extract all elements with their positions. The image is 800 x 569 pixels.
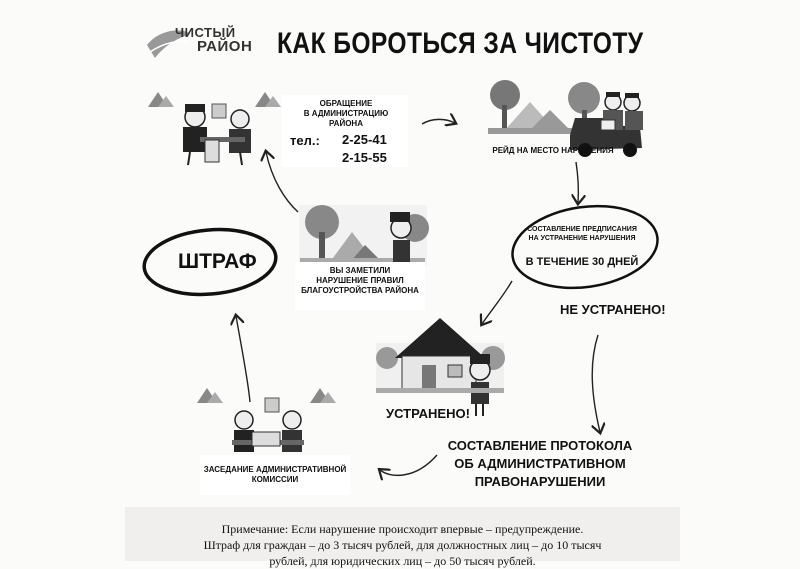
commission-illustration bbox=[197, 388, 336, 452]
note-line-3: рублей, для юридических лиц – до 50 тыся… bbox=[269, 554, 536, 568]
fixed-label: УСТРАНЕНО! bbox=[386, 406, 470, 421]
note-box: Примечание: Если нарушение происходит вп… bbox=[125, 507, 680, 568]
logo-line2: РАЙОН bbox=[197, 38, 253, 55]
page-title: КАК БОРОТЬСЯ ЗА ЧИСТОТУ bbox=[277, 27, 644, 60]
note-line-1: Примечание: Если нарушение происходит вп… bbox=[221, 522, 584, 536]
prescription-line2: НА УСТРАНЕНИЕ НАРУШЕНИЯ bbox=[528, 235, 636, 242]
logo: ЧИСТЫЙ РАЙОН bbox=[145, 24, 260, 64]
prescription-ellipse bbox=[511, 204, 659, 290]
noticed-step-label: ВЫ ЗАМЕТИЛИ НАРУШЕНИЕ ПРАВИЛ БЛАГОУСТРОЙ… bbox=[295, 266, 425, 296]
noticed-line1: ВЫ ЗАМЕТИЛИ bbox=[329, 266, 391, 275]
noticed-step: ВЫ ЗАМЕТИЛИ НАРУШЕНИЕ ПРАВИЛ БЛАГОУСТРОЙ… bbox=[295, 262, 425, 310]
appeal-illustration bbox=[148, 92, 281, 166]
fine-step-label: ШТРАФ bbox=[178, 250, 257, 273]
prescription-line1: СОСТАВЛЕНИЕ ПРЕДПИСАНИЯ bbox=[527, 226, 637, 233]
raid-step-label: РЕЙД НА МЕСТО НАРУШЕНИЯ bbox=[492, 146, 614, 155]
phone-label: тел.: bbox=[290, 133, 320, 148]
appeal-heading-line2: В АДМИНИСТРАЦИЮ РАЙОНА bbox=[303, 109, 389, 128]
noticed-line2: НАРУШЕНИЕ ПРАВИЛ bbox=[316, 276, 404, 285]
phone-number-1: 2-25-41 bbox=[342, 132, 387, 147]
logo-text: ЧИСТЫЙ РАЙОН bbox=[175, 25, 253, 55]
note-line-2: Штраф для граждан – до 3 тысяч рублей, д… bbox=[203, 538, 602, 552]
house-illustration bbox=[376, 318, 505, 416]
prescription-step-label: СОСТАВЛЕНИЕ ПРЕДПИСАНИЯ НА УСТРАНЕНИЕ НА… bbox=[517, 225, 647, 243]
appeal-heading-line1: ОБРАЩЕНИЕ bbox=[319, 99, 373, 108]
protocol-line3: ПРАВОНАРУШЕНИИ bbox=[474, 474, 606, 489]
appeal-heading: ОБРАЩЕНИЕ В АДМИНИСТРАЦИЮ РАЙОНА bbox=[286, 99, 406, 129]
noticed-illustration bbox=[299, 205, 429, 278]
logo-line1: ЧИСТЫЙ bbox=[175, 25, 236, 40]
protocol-line1: СОСТАВЛЕНИЕ ПРОТОКОЛА bbox=[447, 438, 633, 453]
prescription-deadline: В ТЕЧЕНИЕ 30 ДНЕЙ bbox=[525, 256, 639, 268]
not-fixed-label: НЕ УСТРАНЕНО! bbox=[560, 302, 666, 317]
phone-number-2: 2-15-55 bbox=[342, 150, 387, 165]
raid-illustration bbox=[488, 80, 643, 157]
protocol-line2: ОБ АДМИНИСТРАТИВНОМ bbox=[454, 456, 626, 471]
logo-leaf-icon bbox=[147, 30, 190, 58]
commission-step-label: ЗАСЕДАНИЕ АДМИНИСТРАТИВНОЙ КОМИССИИ bbox=[200, 465, 350, 485]
noticed-line3: БЛАГОУСТРОЙСТВА РАЙОНА bbox=[301, 286, 419, 295]
commission-line1: ЗАСЕДАНИЕ АДМИНИСТРАТИВНОЙ bbox=[203, 465, 347, 474]
flow-arrows bbox=[236, 119, 600, 475]
fine-ellipse bbox=[142, 227, 278, 297]
commission-line2: КОМИССИИ bbox=[251, 475, 299, 484]
commission-step: ЗАСЕДАНИЕ АДМИНИСТРАТИВНОЙ КОМИССИИ bbox=[200, 455, 350, 495]
protocol-step-label: СОСТАВЛЕНИЕ ПРОТОКОЛА ОБ АДМИНИСТРАТИВНО… bbox=[445, 437, 635, 491]
appeal-step: ОБРАЩЕНИЕ В АДМИНИСТРАЦИЮ РАЙОНА тел.: 2… bbox=[282, 95, 408, 167]
